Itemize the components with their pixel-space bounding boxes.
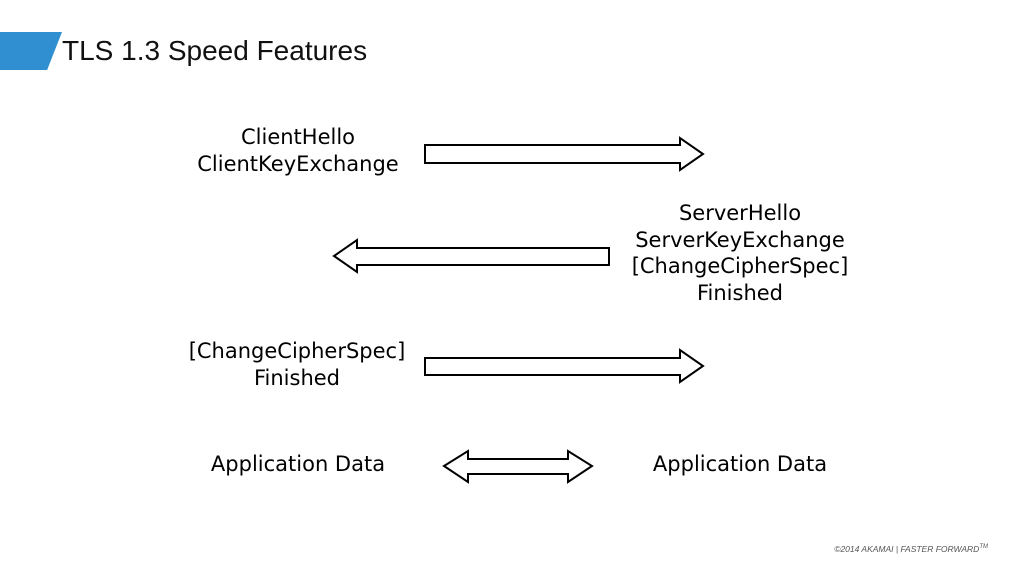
message-line: ClientKeyExchange (197, 151, 399, 176)
message-line: Finished (696, 280, 784, 305)
message-line: [ChangeCipherSpec] (188, 339, 406, 363)
client-hello-message: ClientHello ClientKeyExchange (188, 124, 408, 177)
trademark-mark: TM (979, 544, 988, 551)
message-line: Finished (253, 365, 341, 390)
message-line: [ChangeCipherSpec] (631, 254, 849, 278)
accent-shape (0, 32, 62, 70)
left-arrow-icon (332, 238, 610, 274)
footer: ©2014 AKAMAI | FASTER FORWARDTM (834, 544, 988, 554)
double-arrow-icon (442, 449, 594, 484)
footer-text: ©2014 AKAMAI | FASTER FORWARD (834, 544, 980, 554)
page-title: TLS 1.3 Speed Features (62, 35, 368, 66)
right-arrow-icon (424, 348, 705, 384)
application-data-server: Application Data (652, 452, 828, 476)
application-data-client: Application Data (210, 452, 386, 476)
message-line: ClientHello (240, 125, 356, 149)
client-finished-message: [ChangeCipherSpec] Finished (178, 338, 416, 391)
right-arrow-icon (424, 136, 705, 172)
message-line: ServerHello (678, 201, 802, 225)
message-line: ServerKeyExchange (635, 227, 845, 252)
server-hello-message: ServerHello ServerKeyExchange [ChangeCip… (618, 200, 862, 306)
